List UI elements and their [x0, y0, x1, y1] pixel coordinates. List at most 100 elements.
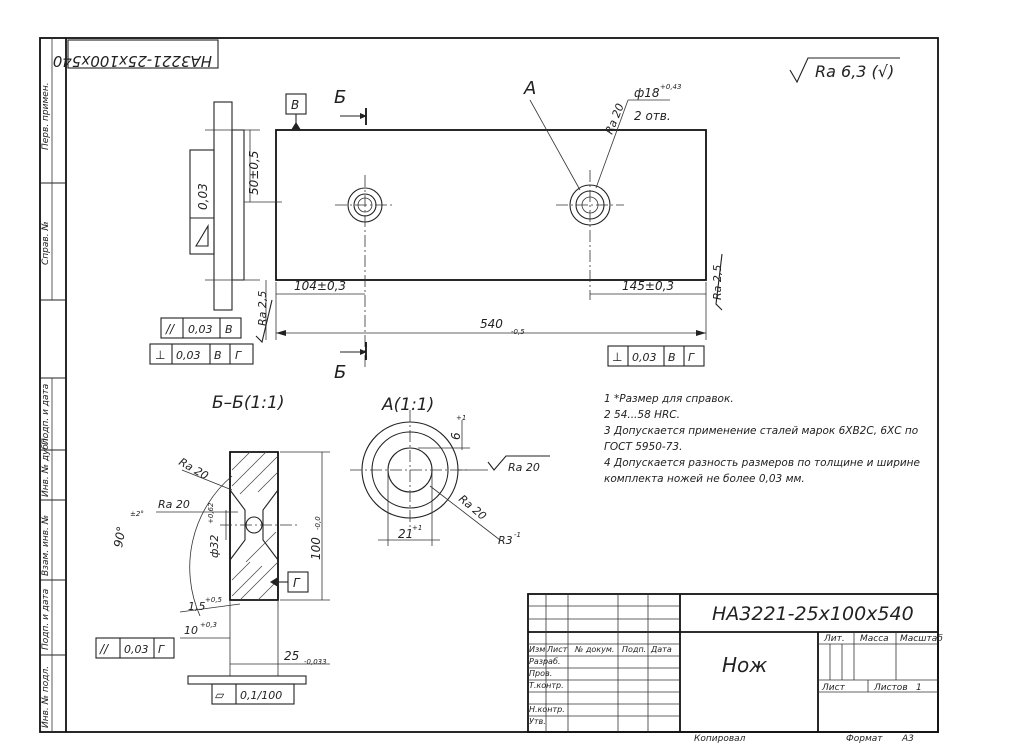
svg-text:В: В — [225, 323, 233, 336]
perpendicularity-frame-left: ⊥ 0,03 В Г — [149, 343, 254, 365]
svg-text:⊥: ⊥ — [612, 350, 622, 364]
footer-copied: Копировал — [694, 734, 746, 744]
role-tech-control: Т.контр. — [529, 681, 564, 690]
svg-text:Лит.: Лит. — [823, 634, 845, 644]
note-2: 2 54...58 HRC. — [604, 409, 680, 421]
chamfer-tol: +0,5 — [205, 596, 223, 604]
detail-diameter-tol: +1 — [412, 524, 422, 532]
datum-g: Г — [293, 576, 301, 590]
svg-text:Масса: Масса — [860, 634, 889, 644]
section-mark-bottom: Б — [334, 362, 346, 383]
note-3: 3 Допускается применение сталей марок 6Х… — [604, 425, 918, 437]
hole-roughness: Ra 20 — [603, 102, 627, 136]
chamfer-dim: 1,5 — [188, 600, 206, 613]
angle-tolerance: ±2° — [130, 510, 144, 518]
flatness-frame — [189, 149, 215, 255]
angle-value: 90° — [111, 525, 128, 548]
note-3-cont: ГОСТ 5950-73. — [604, 441, 682, 453]
svg-text:Лист: Лист — [821, 683, 846, 693]
svg-text:0,03: 0,03 — [632, 351, 657, 364]
svg-text:0,03: 0,03 — [176, 349, 201, 362]
svg-text:Масштаб: Масштаб — [900, 634, 943, 644]
datum-b: В — [291, 98, 299, 112]
side-profile — [213, 101, 233, 311]
svg-text:Лист: Лист — [546, 645, 568, 654]
roughness-right: Ra 2,5 — [711, 265, 724, 300]
svg-text:Листов: Листов — [873, 683, 908, 693]
footer-format-value: А3 — [901, 734, 914, 744]
sheets-count: 1 — [916, 683, 922, 693]
detail-diameter: 21 — [398, 527, 413, 541]
svg-text:№ докум.: № докум. — [574, 645, 614, 654]
detail-roughness-lower: Ra 20 — [456, 492, 489, 522]
perpendicularity-frame-right: ⊥ 0,03 В Г — [607, 345, 705, 367]
section-mark-top: Б — [334, 87, 346, 108]
side-label-dup-inv: Инв. № дубл. — [41, 435, 51, 497]
role-norm-control: Н.контр. — [529, 705, 565, 714]
role-developer: Разраб. — [529, 657, 560, 666]
section-diameter-tol: +0,62 — [207, 502, 215, 524]
side-label-replace-inv: Взам. инв. № — [41, 515, 51, 576]
detail-title: А(1:1) — [381, 395, 434, 415]
side-label-sign-date-1: Подп. и дата — [41, 384, 51, 445]
thickness-dim: 25 — [284, 649, 299, 663]
role-approved: Утв. — [529, 717, 546, 726]
view-mark-a: А — [523, 78, 536, 99]
length-dimension: 540 — [480, 317, 503, 331]
edge-tol: +0,3 — [200, 621, 217, 629]
hole-diameter: ф18 — [634, 86, 660, 100]
svg-text:0,03: 0,03 — [124, 643, 149, 656]
section-parallelism-frame: // 0,03 Г — [95, 637, 175, 659]
sheet-outer-border — [39, 37, 939, 733]
roughness-symbol — [789, 57, 900, 84]
footer-format: Формат — [846, 734, 883, 744]
svg-text:Г: Г — [158, 643, 165, 656]
height-dimension: 50±0,5 — [247, 151, 261, 195]
hole-diameter-tol: +0,43 — [660, 83, 681, 91]
detail-depth: 6 — [449, 432, 463, 440]
section-roughness-mid: Ra 20 — [158, 498, 190, 511]
svg-text:Изм: Изм — [529, 645, 545, 654]
svg-text:▱: ▱ — [215, 688, 225, 702]
hole-count: 2 отв. — [634, 109, 671, 123]
svg-text://: // — [165, 322, 176, 336]
detail-radius: R3 — [498, 534, 513, 547]
section-roughness-top: Ra 20 — [177, 455, 211, 482]
role-checker: Пров. — [529, 669, 552, 678]
stamp-code-inverted: НА3221-25х100х540 — [53, 52, 212, 70]
general-roughness: Ra 6,3 (√) — [815, 62, 894, 81]
technical-notes: 1 *Размер для справок. 2 54...58 HRC. 3 … — [604, 393, 920, 485]
roughness-left: Ra 2,5 — [256, 291, 269, 326]
parallelism-frame: // 0,03 В — [160, 317, 242, 339]
side-label-ref-no: Справ. № — [41, 221, 51, 265]
svg-text:0,1/100: 0,1/100 — [240, 689, 282, 702]
svg-text:Подп.: Подп. — [622, 645, 646, 654]
side-label-sign-date-2: Подп. и дата — [41, 589, 51, 650]
left-position-dim: 104±0,3 — [294, 279, 346, 293]
section-flatness-frame: ▱ 0,1/100 — [187, 675, 307, 705]
detail-depth-tol: +1 — [456, 414, 466, 422]
detail-roughness: Ra 20 — [508, 461, 540, 474]
note-4-cont: комплекта ножей не более 0,03 мм. — [604, 473, 805, 485]
main-view: 0,03 В Б Б А ф18 +0,43 — [149, 78, 724, 383]
title-part-name: Нож — [722, 653, 767, 677]
section-height-tol: -0,0 — [314, 516, 322, 530]
length-tolerance: -0,5 — [511, 328, 525, 336]
thickness-tol: -0,033 — [304, 658, 327, 666]
section-height: 100 — [309, 537, 323, 560]
section-diameter: ф32 — [208, 535, 221, 558]
side-label-orig-inv: Инв. № подл. — [41, 666, 51, 728]
flatness-value: 0,03 — [196, 183, 210, 210]
svg-text:⊥: ⊥ — [155, 348, 165, 362]
section-view: Б–Б(1:1) 90° ±2° Ra 20 Ra 20 ф32 +0,62 — [95, 393, 330, 705]
title-block: Изм Лист № докум. Подп. Дата Разраб. Про… — [527, 593, 943, 733]
note-4: 4 Допускается разность размеров по толщи… — [604, 457, 920, 469]
knife-plate — [275, 129, 707, 281]
side-label-first-use: Перв. примен. — [41, 82, 51, 150]
detail-radius-tol: -1 — [514, 531, 521, 539]
svg-text:Г: Г — [688, 351, 695, 364]
section-title: Б–Б(1:1) — [212, 393, 284, 413]
svg-text:В: В — [214, 349, 222, 362]
svg-text:В: В — [668, 351, 676, 364]
